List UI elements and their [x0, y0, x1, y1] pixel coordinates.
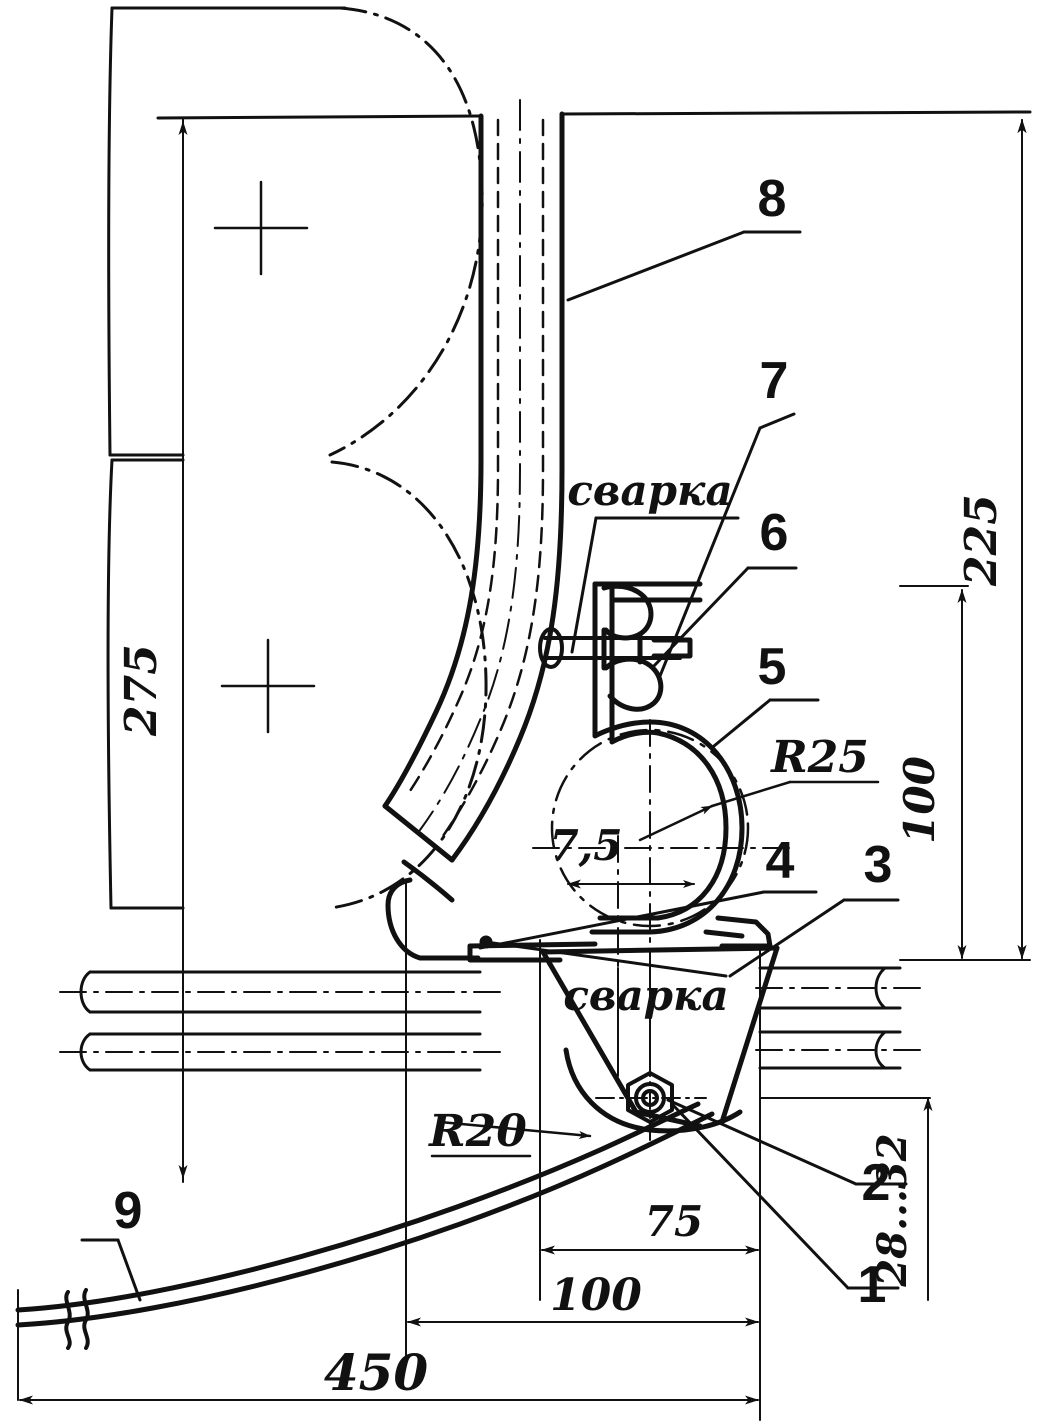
balloon-item-7: 7 [760, 352, 789, 410]
leader-item8 [566, 230, 802, 302]
dim-label-r20: R20 [427, 1106, 527, 1157]
axle-tubes [88, 966, 902, 1072]
axle-tube-break-right [874, 966, 887, 1070]
balloon-item-1: 1 [858, 1256, 887, 1314]
balloon-item-6: 6 [760, 504, 789, 562]
leader-weld-upper [570, 516, 740, 654]
leader-item1 [670, 1102, 900, 1290]
drawbar-break-symbol [64, 1288, 90, 1350]
leader-item7 [658, 412, 796, 678]
wheel-center-crosshair-lower [220, 638, 316, 734]
wheel-arc-lower [328, 460, 488, 910]
dim-label-225: 225 [956, 494, 1007, 587]
dim-label-75-horizontal: 75 [645, 1197, 703, 1246]
clamp-strap-item5 [589, 581, 773, 949]
leader-item4 [478, 890, 818, 950]
leader-item5 [712, 698, 820, 748]
wheel-fender-outline [106, 6, 347, 910]
balloon-item-2: 2 [862, 1154, 891, 1212]
dim-label-100-horizontal: 100 [550, 1270, 642, 1321]
wheel-arc-upper [328, 6, 484, 457]
dim-label-28-32: 28...32 [869, 1133, 916, 1287]
leader-r25 [638, 780, 880, 842]
note-weld-upper: сварка [567, 466, 732, 515]
leader-item3 [728, 898, 900, 978]
frame-top-edge [156, 110, 1032, 120]
saddle-bracket [385, 859, 481, 961]
dim-label-100-vertical: 100 [895, 756, 944, 844]
balloon-item-8: 8 [758, 170, 787, 228]
wheel-center-crosshair-upper [213, 180, 309, 276]
dim-label-7-5: 7,5 [549, 821, 622, 870]
balloon-item-3: 3 [864, 836, 893, 894]
balloon-item-5: 5 [758, 638, 787, 696]
leader-weld-lower [479, 935, 728, 978]
leader-item2 [666, 1098, 908, 1186]
clamped-pipe-centerlines [532, 719, 796, 1001]
dim-label-r25: R25 [769, 732, 869, 783]
leader-item9 [80, 1238, 142, 1302]
wing-nut-item6 [601, 583, 693, 712]
axle-tube-centerlines [59, 987, 921, 1053]
dim-label-450: 450 [324, 1343, 429, 1402]
leader-r20 [430, 1120, 592, 1158]
balloon-item-9: 9 [114, 1182, 143, 1240]
dim-label-275: 275 [116, 644, 167, 737]
leader-item6 [650, 566, 798, 670]
note-weld-lower: сварка [563, 971, 728, 1020]
axle-tube-break-left [79, 970, 92, 1072]
balloon-item-4: 4 [766, 832, 795, 890]
mast-tube-item8 [382, 99, 565, 863]
